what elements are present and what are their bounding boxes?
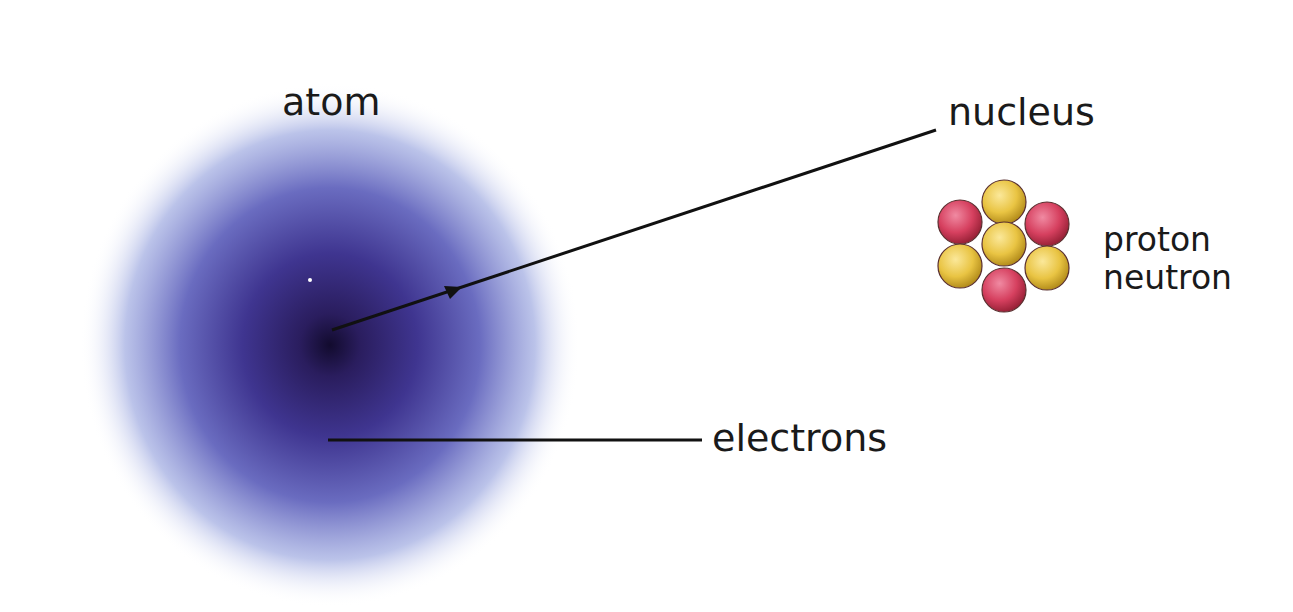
leader-line [332, 130, 936, 330]
proton-ball [1025, 202, 1069, 246]
part-label: nucleus [948, 92, 1095, 134]
neutron-ball [982, 180, 1026, 224]
proton-ball [938, 200, 982, 244]
neutron-ball [938, 244, 982, 288]
electron-cloud [80, 83, 580, 607]
cloud-speck [308, 278, 312, 282]
atom-label: atom [282, 82, 380, 124]
proton-ball [982, 268, 1026, 312]
leader-arrowhead [444, 286, 462, 299]
neutron-ball [1025, 246, 1069, 290]
legend-label: proton [1103, 222, 1211, 258]
neutron-ball [982, 222, 1026, 266]
leader-line [328, 439, 702, 442]
legend-label: neutron [1103, 260, 1232, 296]
nucleus-cluster [938, 180, 1069, 312]
part-label: electrons [712, 418, 887, 460]
